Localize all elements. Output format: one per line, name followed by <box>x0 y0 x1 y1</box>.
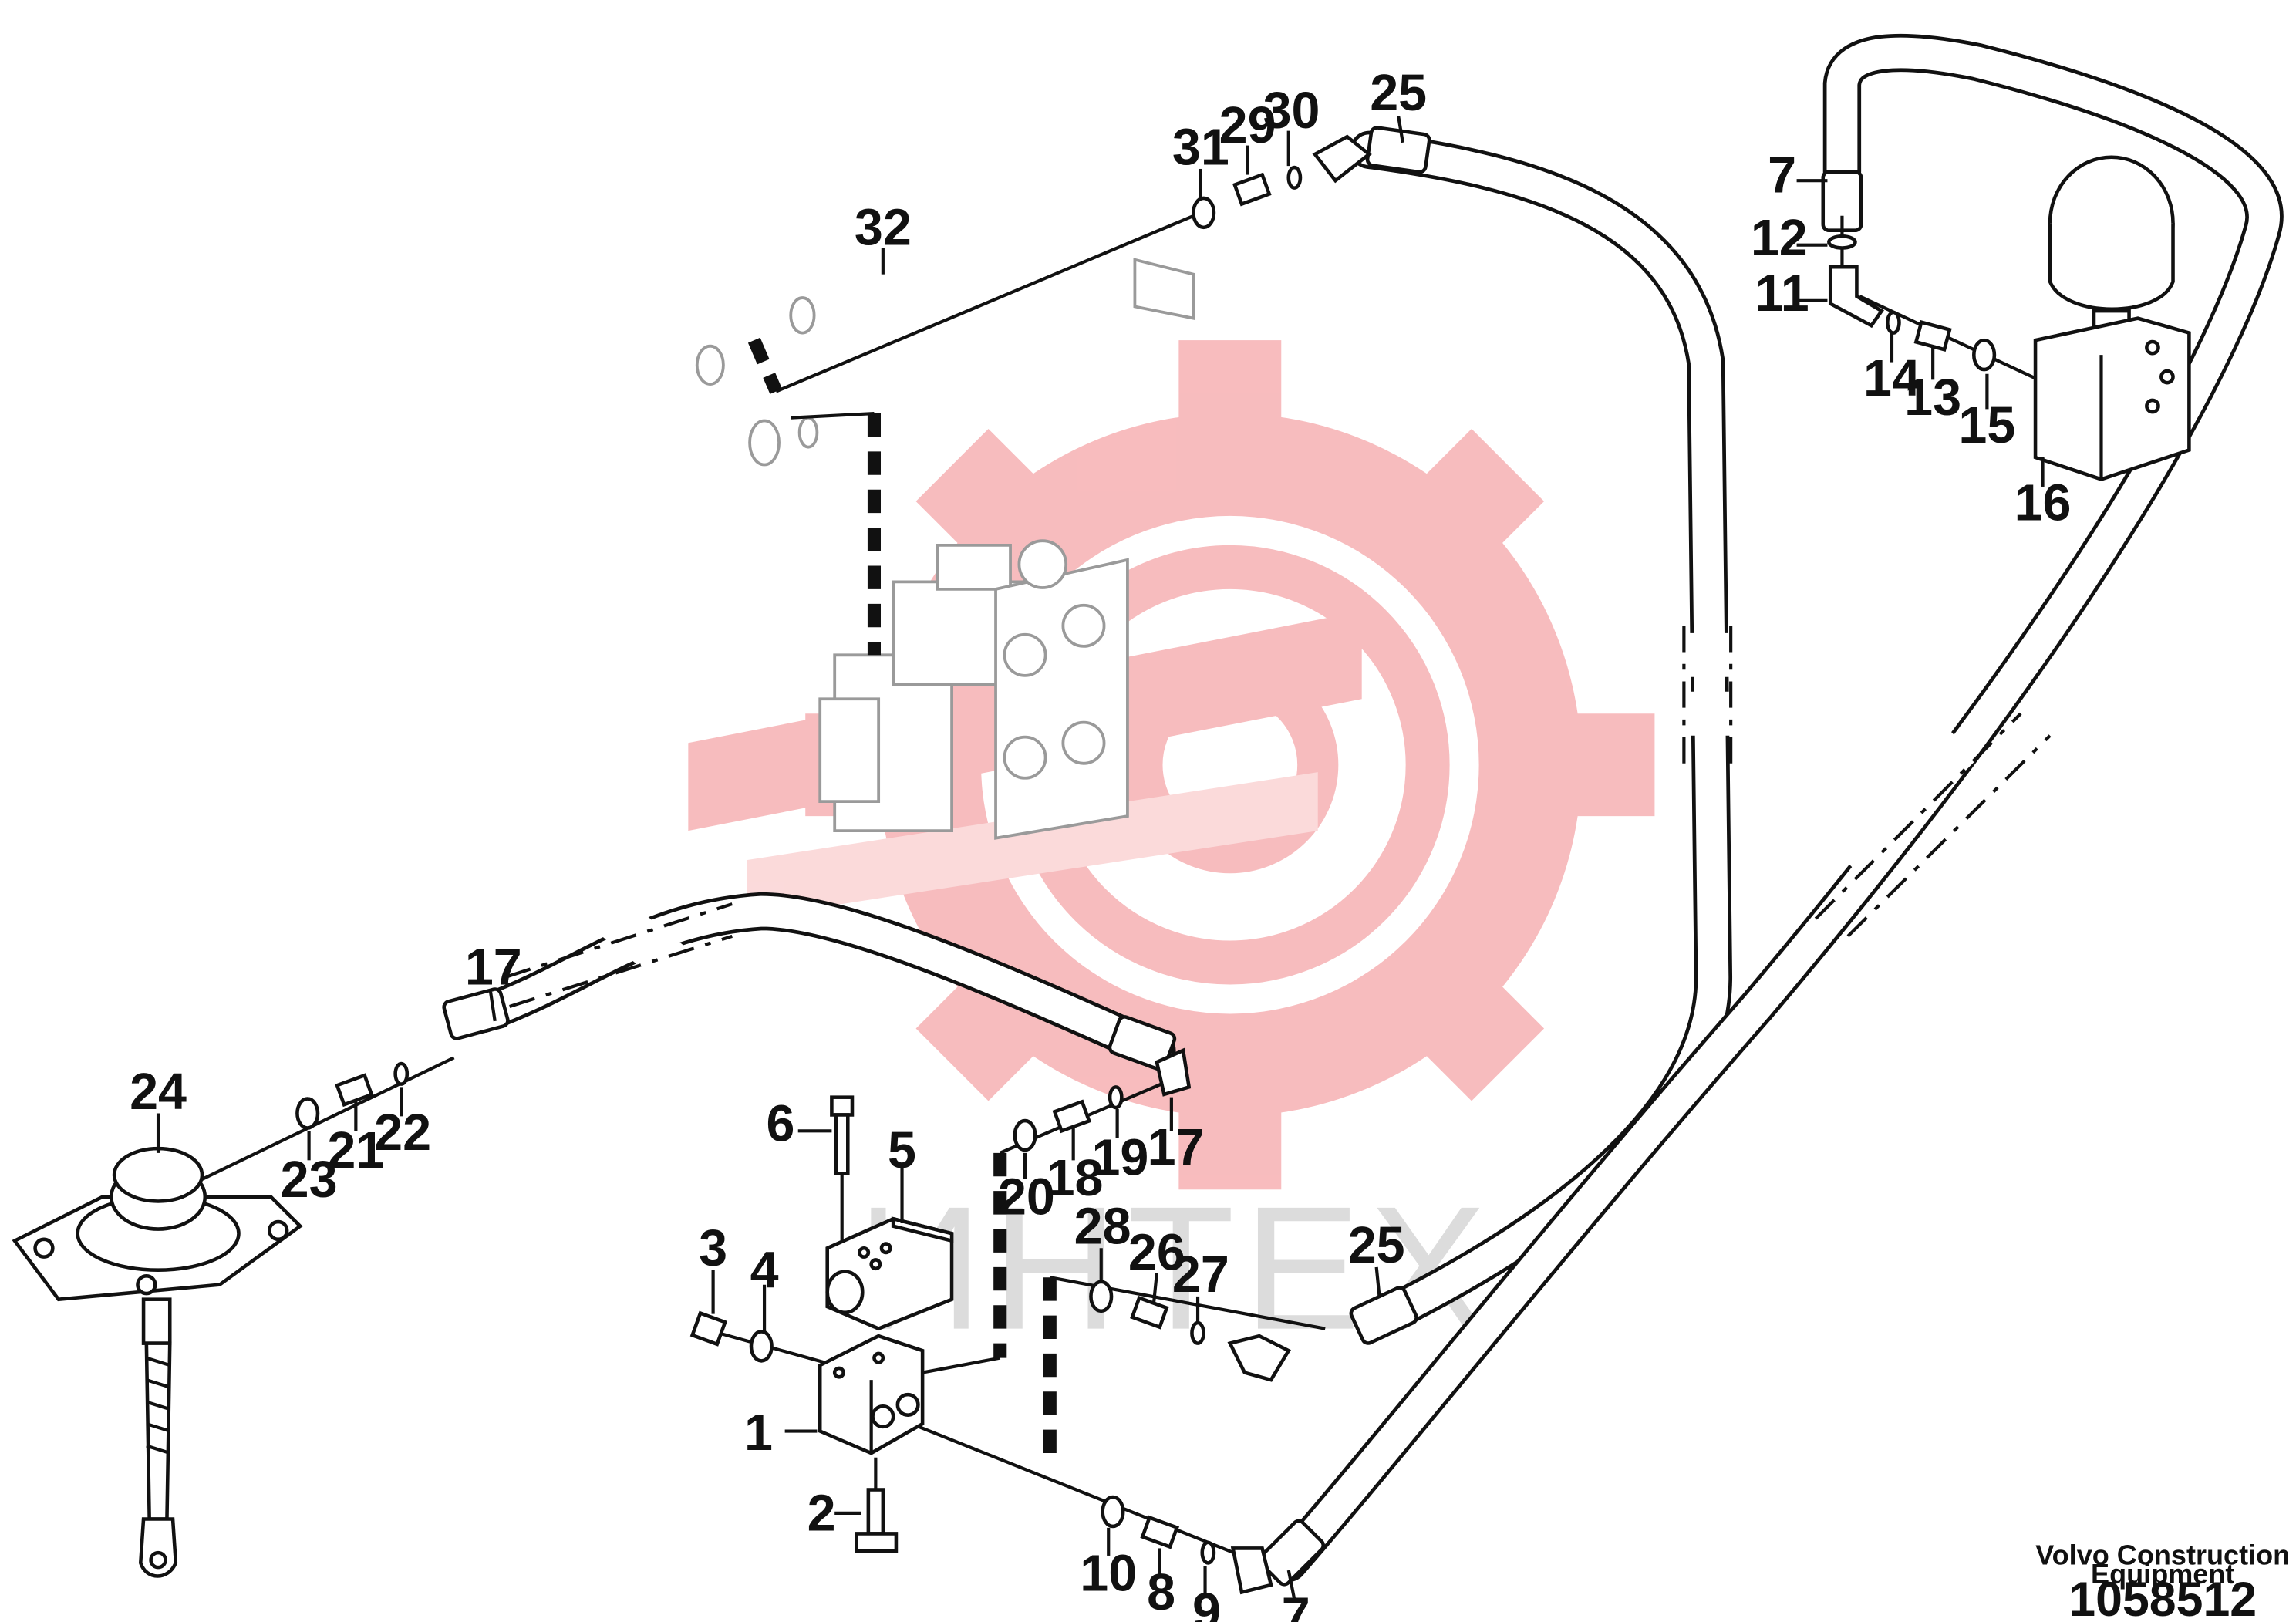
screw-2 <box>855 1488 899 1553</box>
callout-29: 29 <box>1219 97 1276 154</box>
callout-25-top: 25 <box>1370 65 1427 122</box>
callout-10: 10 <box>1080 1546 1137 1603</box>
callout-4: 4 <box>750 1242 779 1299</box>
figure-number: 1058512 <box>2068 1573 2257 1622</box>
pipe-32-ghost <box>640 258 1195 467</box>
callout-24: 24 <box>130 1064 187 1121</box>
callout-7-bottom: 7 <box>1282 1588 1310 1622</box>
callout-2: 2 <box>807 1485 836 1543</box>
fittings <box>295 134 1997 1595</box>
callout-1: 1 <box>744 1404 773 1462</box>
callout-28: 28 <box>1074 1199 1131 1256</box>
callout-27: 27 <box>1172 1246 1229 1303</box>
callout-leaders <box>156 116 2045 1600</box>
callout-11: 11 <box>1755 265 1809 322</box>
accumulator-block-16 <box>2033 155 2191 481</box>
credit-line-1: Volvo Construction <box>2035 1539 2290 1570</box>
credit-line-2: Equipment <box>2091 1558 2234 1590</box>
callout-22: 22 <box>374 1104 431 1162</box>
callout-7-top: 7 <box>1768 147 1796 204</box>
callout-30: 30 <box>1263 83 1320 140</box>
callout-9: 9 <box>1192 1583 1221 1622</box>
screw-6 <box>830 1095 855 1175</box>
valve-block-1 <box>818 1334 925 1455</box>
callout-32: 32 <box>855 200 912 257</box>
callout-15: 15 <box>1958 397 2015 454</box>
callout-25-bottom: 25 <box>1348 1217 1405 1274</box>
pilot-line-dashed <box>747 337 1057 1469</box>
callout-5: 5 <box>888 1122 916 1179</box>
callout-3: 3 <box>699 1220 727 1277</box>
callout-6: 6 <box>766 1096 794 1153</box>
callout-26: 26 <box>1128 1225 1185 1282</box>
control-valve-ghost <box>818 539 1129 840</box>
callout-17-left: 17 <box>465 939 522 996</box>
callout-19: 19 <box>1091 1129 1148 1186</box>
callout-8: 8 <box>1147 1564 1175 1621</box>
watermark-gear-logo <box>688 340 1655 1190</box>
pilot-control-24 <box>12 1146 303 1578</box>
callout-31: 31 <box>1172 119 1229 176</box>
callout-16: 16 <box>2014 475 2072 532</box>
callout-14: 14 <box>1863 350 1920 407</box>
solenoid-valve-5 <box>825 1216 954 1331</box>
figure-credit: Volvo Construction Equipment 1058512 <box>2035 1539 2290 1622</box>
callout-17-right: 17 <box>1148 1119 1205 1176</box>
callout-23: 23 <box>281 1152 338 1209</box>
callout-18: 18 <box>1047 1150 1104 1207</box>
callout-13: 13 <box>1904 369 1961 427</box>
callout-12: 12 <box>1751 210 1808 267</box>
callout-20: 20 <box>998 1169 1055 1226</box>
callout-21: 21 <box>327 1122 384 1179</box>
callout-labels: 1 2 3 4 5 6 7 7 8 9 10 11 12 13 14 15 16… <box>130 65 2071 1622</box>
